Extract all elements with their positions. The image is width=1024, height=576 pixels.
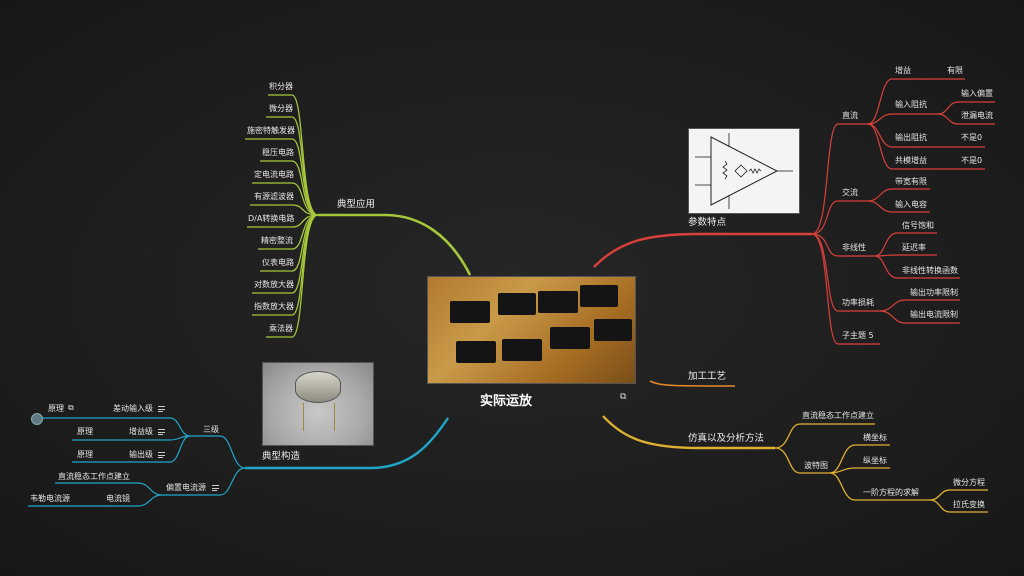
param-item[interactable]: 增益 <box>895 66 911 75</box>
structure-item[interactable]: 输出级 <box>129 450 153 459</box>
collapse-toggle[interactable] <box>31 413 43 425</box>
chip <box>538 291 578 313</box>
application-item[interactable]: 定电流电路 <box>254 170 294 179</box>
application-item[interactable]: 仪表电路 <box>262 258 294 267</box>
bode-item[interactable]: 一阶方程的求解 <box>863 488 919 497</box>
param-item[interactable]: 带宽有限 <box>895 177 927 186</box>
blue-branch-lines <box>28 417 449 507</box>
structure-group-three-stage[interactable]: 三级 <box>203 425 219 434</box>
application-item[interactable]: 积分器 <box>269 82 293 91</box>
bode-item[interactable]: 纵坐标 <box>863 456 887 465</box>
chip <box>456 341 496 363</box>
param-item[interactable]: 共模增益 <box>895 156 927 165</box>
root-topic-label[interactable]: 实际运放 <box>480 394 533 409</box>
application-item[interactable]: D/A转换电路 <box>248 214 295 223</box>
param-group-power[interactable]: 功率损耗 <box>842 298 874 307</box>
param-detail[interactable]: 不是0 <box>961 156 983 165</box>
branch-simulation-label[interactable]: 仿真以及分析方法 <box>688 433 765 444</box>
notes-icon[interactable] <box>158 452 165 458</box>
param-detail[interactable]: 有限 <box>947 66 963 75</box>
branch-parameters-label[interactable]: 参数特点 <box>688 217 727 228</box>
structure-note[interactable]: 原理 <box>48 404 64 413</box>
chip <box>550 327 590 349</box>
param-group-subtopic5[interactable]: 子主题 5 <box>842 331 874 340</box>
branch-applications-label[interactable]: 典型应用 <box>337 199 376 210</box>
link-icon[interactable]: ⧉ <box>620 392 627 402</box>
param-subitem[interactable]: 输入偏置 <box>961 89 993 98</box>
structure-note[interactable]: 韦勒电流源 <box>30 494 70 503</box>
bode-item[interactable]: 横坐标 <box>863 433 887 442</box>
chip <box>580 285 618 307</box>
param-group-ac[interactable]: 交流 <box>842 188 858 197</box>
chip <box>594 319 632 341</box>
red-branch-lines <box>593 78 995 345</box>
notes-icon[interactable] <box>212 485 219 491</box>
simulation-item-bode[interactable]: 波特图 <box>804 461 828 470</box>
notes-icon[interactable] <box>158 406 165 412</box>
root-image-op-amp-chips[interactable] <box>427 276 636 384</box>
can-pins <box>303 403 335 431</box>
param-item[interactable]: 输出功率限制 <box>910 288 958 297</box>
application-item[interactable]: 指数放大器 <box>254 302 294 311</box>
param-group-nonlinear[interactable]: 非线性 <box>842 243 866 252</box>
application-item[interactable]: 微分器 <box>269 104 293 113</box>
application-item[interactable]: 稳压电路 <box>262 148 294 157</box>
param-item[interactable]: 输入阻抗 <box>895 100 927 109</box>
param-item[interactable]: 信号饱和 <box>902 221 934 230</box>
param-item[interactable]: 输出电流限制 <box>910 310 958 319</box>
bode-subitem[interactable]: 微分方程 <box>953 478 985 487</box>
branch-process-label[interactable]: 加工工艺 <box>688 371 727 382</box>
application-item[interactable]: 乘法器 <box>269 324 293 333</box>
can-body <box>295 371 341 403</box>
structure-item[interactable]: 直流稳态工作点建立 <box>58 472 130 481</box>
param-item[interactable]: 输出阻抗 <box>895 133 927 142</box>
chip <box>498 293 536 315</box>
param-group-dc[interactable]: 直流 <box>842 111 858 120</box>
metal-can-op-amp-image[interactable] <box>262 362 374 446</box>
param-item[interactable]: 非线性转换函数 <box>902 266 958 275</box>
op-amp-equivalent-circuit-image[interactable] <box>688 128 800 214</box>
orange-branch-lines <box>649 380 736 387</box>
param-item[interactable]: 延迟率 <box>902 243 926 252</box>
param-subitem[interactable]: 泄漏电流 <box>961 111 993 120</box>
simulation-item[interactable]: 直流稳态工作点建立 <box>802 411 874 420</box>
application-item[interactable]: 对数放大器 <box>254 280 294 289</box>
notes-icon[interactable] <box>158 429 165 435</box>
branch-structure-label[interactable]: 典型构造 <box>262 451 301 462</box>
chip <box>450 301 490 323</box>
structure-item[interactable]: 差动输入级 <box>113 404 153 413</box>
structure-note[interactable]: 原理 <box>77 427 93 436</box>
param-detail[interactable]: 不是0 <box>961 133 983 142</box>
application-item[interactable]: 施密特触发器 <box>247 126 295 135</box>
structure-note[interactable]: 原理 <box>77 450 93 459</box>
chip <box>502 339 542 361</box>
op-amp-circuit-icon <box>695 133 793 209</box>
application-item[interactable]: 有源滤波器 <box>254 192 294 201</box>
structure-item[interactable]: 电流镜 <box>106 494 130 503</box>
application-item[interactable]: 精密整流 <box>261 236 293 245</box>
structure-item[interactable]: 增益级 <box>129 427 153 436</box>
bode-subitem[interactable]: 拉氏变换 <box>953 500 985 509</box>
param-item[interactable]: 输入电容 <box>895 200 927 209</box>
yellow-branch-lines <box>602 415 988 513</box>
link-icon[interactable]: ⧉ <box>68 403 74 412</box>
green-branch-lines <box>245 94 472 338</box>
structure-group-bias-source[interactable]: 偏置电流源 <box>166 483 206 492</box>
